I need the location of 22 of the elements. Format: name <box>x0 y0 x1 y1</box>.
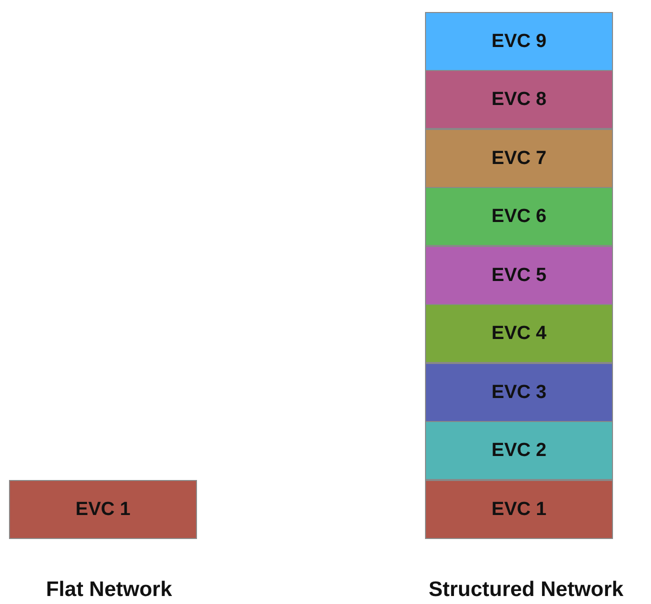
block-label: EVC 1 <box>76 498 130 520</box>
network-block <box>425 363 613 422</box>
caption-text: Structured Network <box>428 578 624 602</box>
caption-text: Flat Network <box>46 578 172 602</box>
network-block <box>425 421 613 480</box>
block-label: EVC 9 <box>492 30 546 52</box>
block-label: EVC 8 <box>492 88 546 110</box>
network-block <box>425 480 613 539</box>
network-block <box>425 187 613 246</box>
block-label: EVC 5 <box>492 264 546 286</box>
network-block <box>425 12 613 71</box>
block-label: EVC 3 <box>492 382 546 404</box>
network-block <box>425 304 613 363</box>
network-block <box>425 246 613 305</box>
block-label: EVC 4 <box>492 322 546 344</box>
network-block <box>9 480 197 539</box>
block-label: EVC 1 <box>492 498 546 520</box>
block-label: EVC 2 <box>492 440 546 462</box>
network-block <box>425 70 613 129</box>
network-block <box>425 129 613 188</box>
block-label: EVC 7 <box>492 148 546 170</box>
block-label: EVC 6 <box>492 206 546 228</box>
